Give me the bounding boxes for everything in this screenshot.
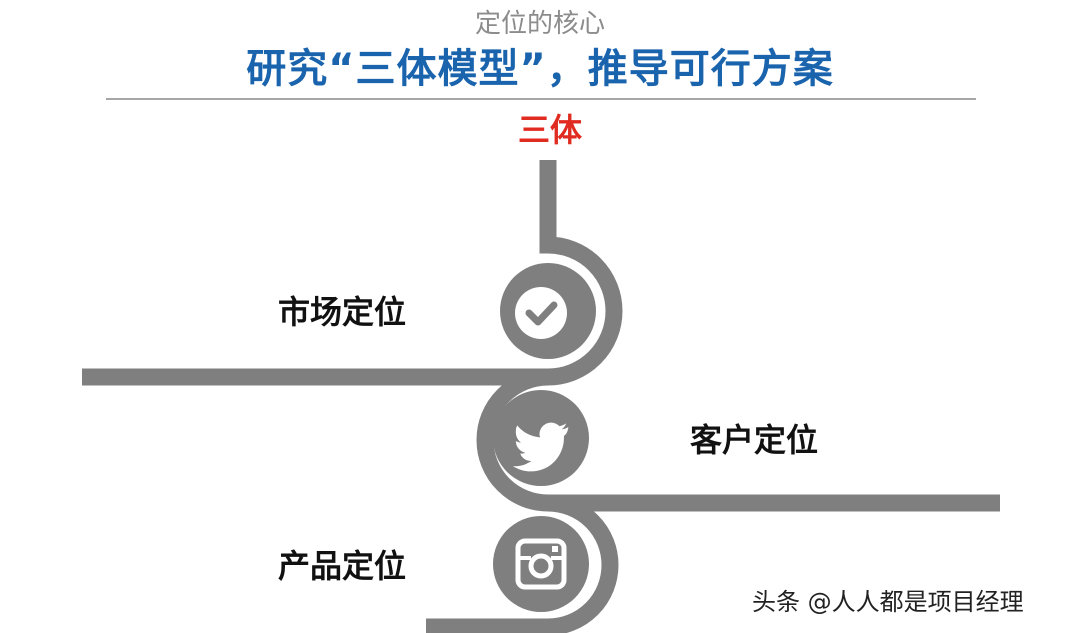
flow-track <box>82 160 1000 633</box>
source-watermark: 头条 @人人都是项目经理 <box>752 588 1024 616</box>
instagram-camera-icon <box>515 538 567 590</box>
node-product <box>493 516 589 612</box>
node-label-product: 产品定位 <box>278 547 407 585</box>
check-icon <box>525 301 558 326</box>
twitter-bird-icon <box>512 422 569 472</box>
node-label-customer: 客户定位 <box>690 421 819 459</box>
track-segment-middle <box>476 368 1000 512</box>
page-title: 研究“三体模型”，推导可行方案 <box>246 46 834 92</box>
instagram-bar-icon-right <box>551 556 562 560</box>
title-divider <box>106 98 976 100</box>
node-label-market: 市场定位 <box>278 293 407 331</box>
node-market <box>500 263 596 359</box>
check-icon-badge <box>515 287 567 339</box>
instagram-flash-icon <box>552 546 558 552</box>
page-subtitle: 定位的核心 <box>474 9 605 39</box>
diagram-top-label: 三体 <box>517 111 582 149</box>
node-circle-product <box>493 516 589 612</box>
track-segment-bottom <box>426 494 619 633</box>
node-customer <box>493 390 589 486</box>
instagram-lens-icon <box>528 553 554 579</box>
track-segment-top <box>82 160 623 386</box>
instagram-bar-icon <box>520 556 531 560</box>
